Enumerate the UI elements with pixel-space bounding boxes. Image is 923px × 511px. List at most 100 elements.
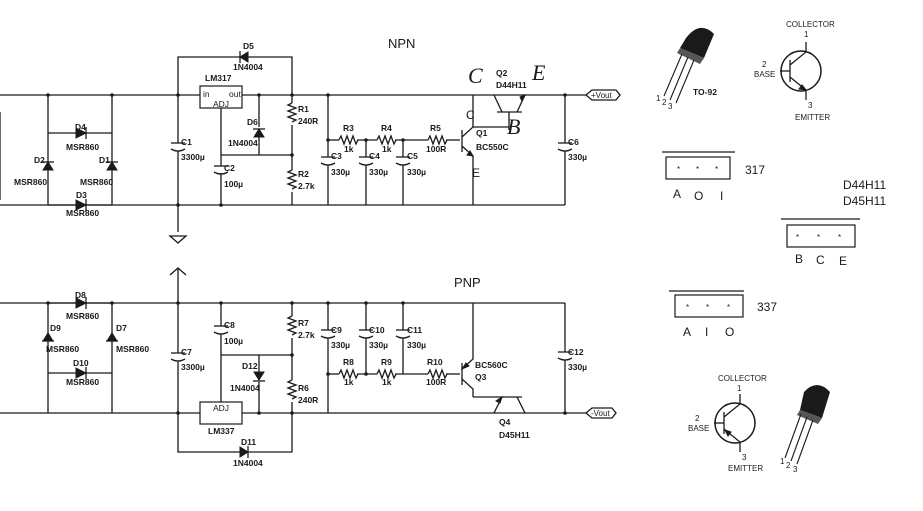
to92-pin2: 2 <box>662 98 667 107</box>
pinout-d44-pin-c: C <box>816 253 825 267</box>
label-R4: R4 <box>381 123 392 133</box>
label-C8: C8 <box>224 320 235 330</box>
label-D9: D9 <box>50 323 61 333</box>
value-D8: MSR860 <box>66 311 99 321</box>
value-C2: 100µ <box>224 179 243 189</box>
label-C10: C10 <box>369 325 385 335</box>
value-Q1: BC550C <box>476 142 509 152</box>
pnp-circuit: PNP D8 MSR860 D9 MSR860 D7 MSR860 D10 MS… <box>0 267 617 468</box>
label-R3: R3 <box>343 123 354 133</box>
label-D11: D11 <box>241 437 256 447</box>
value-R10: 100R <box>426 377 446 387</box>
to92-package-icon: 1 2 3 TO-92 <box>656 27 717 111</box>
d45-label: D45H11 <box>843 194 886 208</box>
anno-e: E <box>531 60 546 85</box>
svg-text:*: * <box>696 165 699 174</box>
pinout-d44-pin-b: B <box>795 252 803 266</box>
label-D10: D10 <box>73 358 89 368</box>
svg-text:*: * <box>706 303 709 312</box>
label-D2: D2 <box>34 155 45 165</box>
npn-pin2: 2 <box>762 60 767 69</box>
npn-pin1: 1 <box>804 30 809 39</box>
value-D3: MSR860 <box>66 208 99 218</box>
npn-emitter-label: EMITTER <box>795 113 830 122</box>
npn-vout: +Vout <box>591 91 612 100</box>
value-R9: 1k <box>382 377 392 387</box>
label-D12: D12 <box>242 361 258 371</box>
label-C2: C2 <box>224 163 235 173</box>
pinout-legend: 1 2 3 TO-92 COLLECTOR 1 2 BASE 3 EMITTER… <box>656 20 886 474</box>
label-D6: D6 <box>247 117 258 127</box>
anno-b: B <box>507 114 520 139</box>
to92-pin3: 3 <box>668 102 673 111</box>
pnp-collector-label: COLLECTOR <box>718 374 767 383</box>
label-D1: D1 <box>99 155 110 165</box>
value-D7: MSR860 <box>116 344 149 354</box>
lm317-adj: ADJ <box>213 99 229 109</box>
pinout-337-pin-o: O <box>725 325 734 339</box>
value-R3: 1k <box>344 144 354 154</box>
label-D7: D7 <box>116 323 127 333</box>
pnp-vout: -Vout <box>591 409 610 418</box>
d44-label: D44H11 <box>843 178 886 192</box>
label-C11: C11 <box>407 325 422 335</box>
value-C1: 3300µ <box>181 152 205 162</box>
value-C3: 330µ <box>331 167 350 177</box>
q1-c: C <box>466 108 475 122</box>
value-C7: 3300µ <box>181 362 205 372</box>
svg-text:3: 3 <box>793 465 798 474</box>
label-R10: R10 <box>427 357 443 367</box>
label-R6: R6 <box>298 383 309 393</box>
pinout-317-pin-a: A <box>673 187 681 201</box>
value-C11: 330µ <box>407 340 426 350</box>
value-C4: 330µ <box>369 167 388 177</box>
lm317-name: LM317 <box>205 73 232 83</box>
value-R5: 100R <box>426 144 446 154</box>
value-D9: MSR860 <box>46 344 79 354</box>
q1-e: E <box>472 166 480 180</box>
value-D11: 1N4004 <box>233 458 263 468</box>
label-Q1: Q1 <box>476 128 488 138</box>
label-R1: R1 <box>298 104 309 114</box>
pinout-d44-d45: * * * B C E <box>781 218 860 268</box>
pinout-317-pin-i: I <box>720 189 723 203</box>
pnp-symbol-icon: COLLECTOR 1 2 BASE 3 EMITTER <box>688 374 767 473</box>
value-Q2: D44H11 <box>496 80 527 90</box>
svg-text:1: 1 <box>780 457 785 466</box>
npn-title: NPN <box>388 36 415 51</box>
label-R5: R5 <box>430 123 441 133</box>
svg-text:2: 2 <box>786 461 791 470</box>
label-C7: C7 <box>181 347 192 357</box>
npn-collector-label: COLLECTOR <box>786 20 835 29</box>
value-R7: 2.7k <box>298 330 315 340</box>
npn-base-label: BASE <box>754 70 775 79</box>
value-D10: MSR860 <box>66 377 99 387</box>
label-D5: D5 <box>243 41 254 51</box>
pinout-337-pin-a: A <box>683 325 691 339</box>
pinout-337-label: 337 <box>757 300 777 314</box>
label-C6: C6 <box>568 137 579 147</box>
label-C1: C1 <box>181 137 192 147</box>
svg-text:*: * <box>715 165 718 174</box>
svg-text:*: * <box>796 233 799 242</box>
label-R9: R9 <box>381 357 392 367</box>
label-R7: R7 <box>298 318 309 328</box>
label-C5: C5 <box>407 151 418 161</box>
value-D4: MSR860 <box>66 142 99 152</box>
to92-label: TO-92 <box>693 87 717 97</box>
value-Q4: D45H11 <box>499 430 530 440</box>
value-R6: 240R <box>298 395 318 405</box>
label-D3: D3 <box>76 190 87 200</box>
value-D2: MSR860 <box>14 177 47 187</box>
pnp-pin1: 1 <box>737 384 742 393</box>
label-R2: R2 <box>298 169 309 179</box>
pinout-317-pin-o: O <box>694 189 703 203</box>
svg-text:*: * <box>838 233 841 242</box>
label-C9: C9 <box>331 325 342 335</box>
pinout-317-label: 317 <box>745 163 765 177</box>
pnp-pin2: 2 <box>695 414 700 423</box>
value-R8: 1k <box>344 377 354 387</box>
label-D8: D8 <box>75 290 86 300</box>
pinout-317: * * * 317 A O I <box>662 151 765 203</box>
